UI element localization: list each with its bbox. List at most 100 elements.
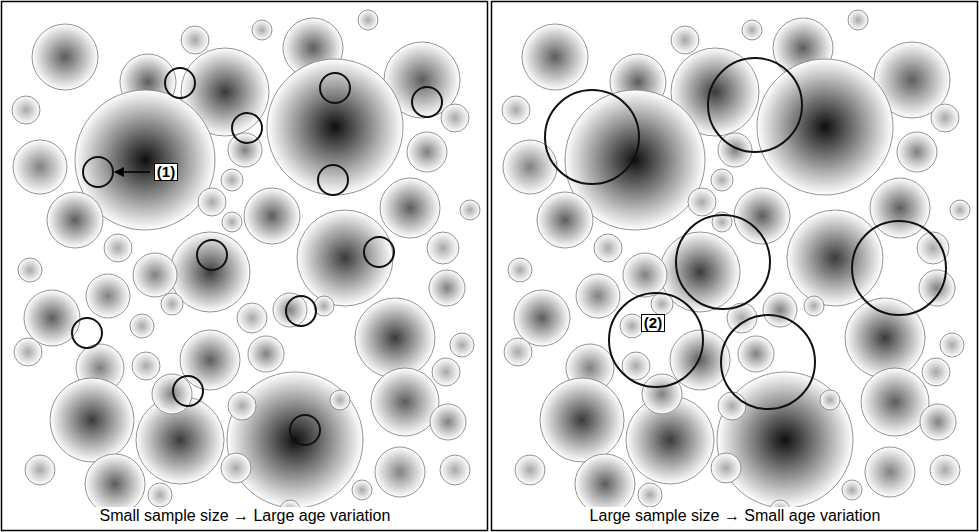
mineral-grain — [738, 336, 774, 372]
mineral-grain — [180, 330, 240, 390]
sample-spot — [545, 90, 639, 184]
mineral-grain — [130, 314, 154, 338]
mineral-grain — [237, 303, 267, 333]
mineral-grain — [12, 96, 40, 124]
mineral-grain — [352, 480, 372, 500]
sample-spot — [232, 113, 262, 143]
mineral-grain — [757, 59, 893, 195]
sample-spot — [173, 376, 203, 406]
sample-spot — [72, 318, 102, 348]
mineral-grain — [623, 253, 667, 297]
mineral-grain — [430, 404, 466, 440]
mineral-grain — [13, 140, 67, 194]
mineral-grain — [314, 296, 334, 316]
sample-spot — [708, 58, 802, 152]
mineral-grain — [820, 390, 840, 410]
mineral-grain — [380, 178, 440, 238]
mineral-grain — [503, 140, 557, 194]
mineral-grain — [861, 368, 929, 436]
right-panel-frame — [492, 2, 978, 531]
mineral-grain — [450, 333, 474, 357]
mineral-grain — [221, 169, 243, 191]
mineral-grain — [717, 372, 853, 508]
mineral-grain — [718, 133, 752, 167]
mineral-grain — [297, 210, 393, 306]
mineral-grain — [508, 258, 532, 282]
leader-arrow — [115, 171, 150, 173]
mineral-grain — [804, 296, 824, 316]
mineral-grain — [152, 374, 192, 414]
mineral-grain — [718, 392, 746, 420]
mineral-grain — [931, 104, 959, 132]
mineral-grain — [651, 293, 673, 315]
mineral-grain — [24, 290, 80, 346]
mineral-grain — [919, 270, 955, 306]
left-panel-frame — [2, 2, 488, 531]
mineral-grain — [842, 480, 862, 500]
sample-spot — [318, 165, 348, 195]
sample-spot — [165, 68, 195, 98]
mineral-grain — [358, 10, 378, 30]
mineral-grain — [244, 188, 300, 244]
mineral-grain — [515, 455, 545, 485]
mineral-grain — [787, 210, 883, 306]
mineral-grain — [133, 253, 177, 297]
mineral-grain — [504, 338, 532, 366]
mineral-grain — [50, 378, 134, 462]
mineral-grain — [575, 454, 635, 514]
callout-number: (2) — [641, 314, 665, 332]
panel-caption: Large sample size → Small age variation — [495, 507, 975, 525]
mineral-grain — [248, 336, 284, 372]
mineral-grain — [514, 290, 570, 346]
mineral-grain — [920, 404, 956, 440]
sample-spot — [83, 157, 113, 187]
sample-spot — [852, 221, 946, 315]
mineral-grain — [845, 298, 925, 378]
mineral-grain — [922, 358, 950, 386]
sample-spot — [290, 415, 320, 445]
mineral-grain — [198, 188, 226, 216]
panel-caption: Small sample size → Large age variation — [5, 507, 485, 525]
sample-spot — [412, 87, 442, 117]
mineral-grain — [221, 453, 251, 483]
callout-number: (1) — [154, 163, 178, 181]
mineral-grain — [181, 26, 209, 54]
mineral-grain — [429, 270, 465, 306]
mineral-grain — [132, 352, 160, 380]
mineral-grain — [540, 378, 624, 462]
mineral-grain — [252, 20, 272, 40]
mineral-grain — [407, 132, 447, 172]
mineral-grain — [671, 26, 699, 54]
mineral-grain — [742, 20, 762, 40]
mineral-grain — [228, 392, 256, 420]
mineral-grain — [104, 234, 132, 262]
mineral-grain — [642, 374, 682, 414]
mineral-grain — [14, 338, 42, 366]
mineral-grain — [18, 258, 42, 282]
mineral-grain — [870, 178, 930, 238]
mineral-grain — [522, 24, 588, 90]
mineral-grain — [711, 169, 733, 191]
mineral-grain — [85, 454, 145, 514]
mineral-grain — [897, 132, 937, 172]
mineral-grain — [460, 200, 480, 220]
mineral-grain — [25, 455, 55, 485]
mineral-grain — [594, 234, 622, 262]
mineral-grain — [427, 232, 459, 264]
mineral-grain — [638, 483, 662, 507]
mineral-grain — [355, 298, 435, 378]
mineral-grain — [47, 192, 103, 248]
mineral-grain — [441, 104, 469, 132]
mineral-grain — [371, 368, 439, 436]
mineral-grain — [86, 274, 130, 318]
mineral-grain — [227, 372, 363, 508]
mineral-grain — [930, 455, 960, 485]
mineral-grain — [537, 192, 593, 248]
sample-spot — [721, 315, 815, 409]
mineral-grain — [161, 293, 183, 315]
sample-spot — [197, 240, 227, 270]
sample-spot — [320, 73, 350, 103]
mineral-grain — [502, 96, 530, 124]
mineral-grain — [32, 24, 98, 90]
